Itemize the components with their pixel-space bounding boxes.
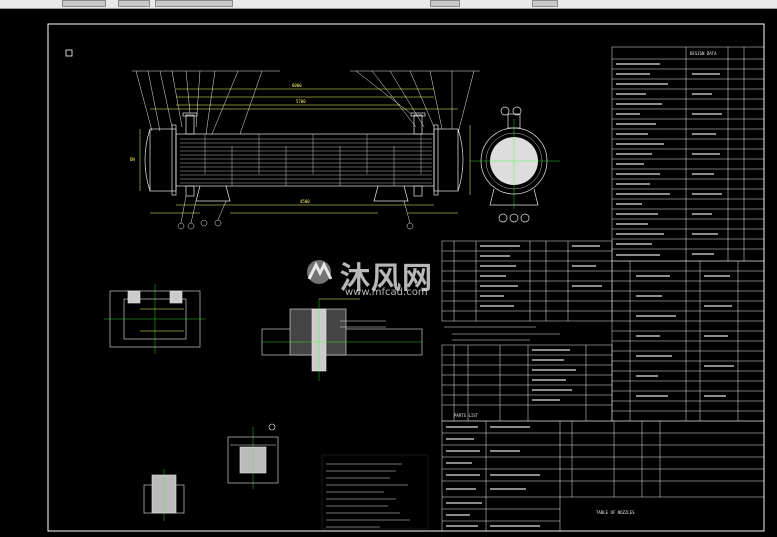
svg-text:6000: 6000 (292, 83, 302, 88)
watermark-url: www.mfcad.com (345, 287, 428, 298)
title-block (441, 420, 765, 532)
part-leaders-top (132, 70, 480, 135)
parts-list-table (441, 240, 613, 322)
technical-notes (321, 454, 429, 530)
design-data-title: DESIGN DATA (690, 51, 717, 56)
toolbar-button[interactable] (62, 0, 106, 7)
toolbar-combo[interactable] (155, 0, 233, 7)
general-notes-block (444, 326, 560, 341)
parts-list-caption: PARTS LIST (454, 413, 479, 418)
detail-view-weld (227, 423, 279, 489)
cad-canvas[interactable]: 6000 5700 4500 DN (0, 9, 777, 537)
ucs-marker (65, 49, 73, 57)
nozzle-table-caption: TABLE OF NOZZLES (596, 510, 635, 515)
detail-view-support (143, 469, 185, 521)
nozzle-table (611, 260, 765, 422)
svg-text:DN: DN (130, 157, 135, 162)
component-table (441, 344, 613, 422)
exchanger-elevation-view (144, 112, 464, 202)
svg-text:5700: 5700 (296, 99, 306, 104)
exchanger-end-view (470, 106, 560, 223)
part-leaders-bottom (177, 195, 414, 230)
app-toolbar-strip (0, 0, 777, 9)
watermark-brand: 沐风网 (340, 261, 433, 296)
detail-view-tube-joint (261, 298, 423, 381)
toolbar-button[interactable] (118, 0, 150, 7)
dimension-texts: 6000 5700 4500 DN (130, 83, 310, 204)
detail-view-flange (104, 284, 206, 354)
dimension-lines (139, 88, 471, 214)
design-data-table (611, 46, 765, 262)
drawing-sheet: 6000 5700 4500 DN (47, 23, 765, 532)
watermark: 沐风网 www.mfcad.com (300, 251, 470, 301)
toolbar-button[interactable] (532, 0, 558, 7)
mf-logo-icon (307, 260, 333, 284)
toolbar-button[interactable] (430, 0, 460, 7)
svg-text:4500: 4500 (300, 199, 310, 204)
